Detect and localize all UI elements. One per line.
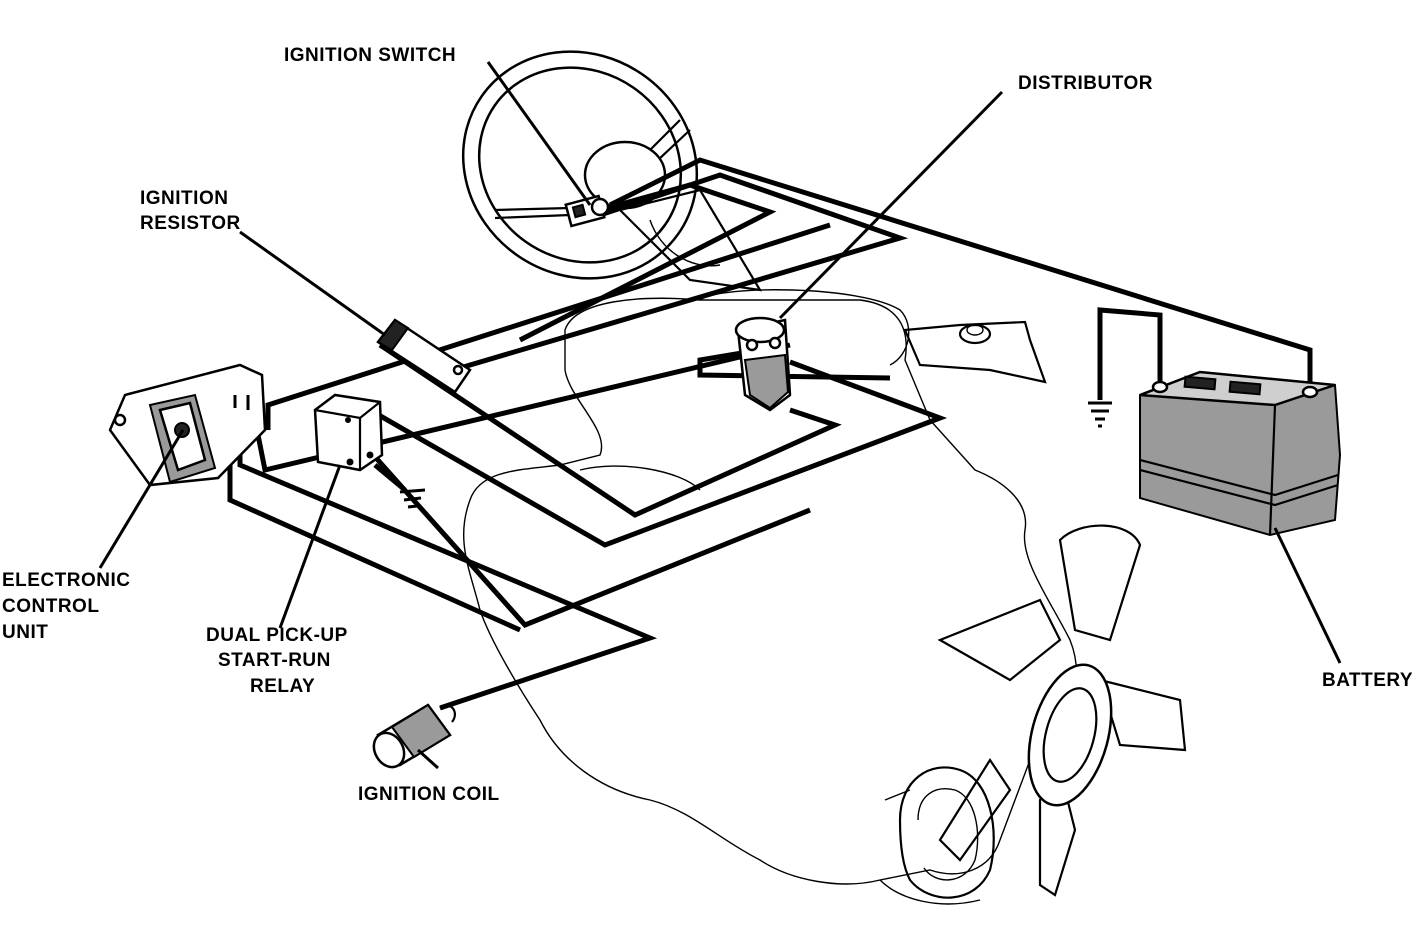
- ground-symbol-battery: [1088, 401, 1112, 428]
- engine-fan: [884, 524, 1187, 899]
- start-run-relay-part: [313, 393, 384, 472]
- ground-symbol-relay: [399, 488, 426, 509]
- leader-ignition-resistor: [239, 230, 386, 337]
- label-battery: BATTERY: [1322, 670, 1413, 691]
- label-ecu-2: CONTROL: [2, 596, 99, 617]
- part-labels: IGNITION SWITCH DISTRIBUTOR IGNITION RES…: [2, 45, 1413, 805]
- leader-ignition-switch: [486, 61, 592, 206]
- label-ignition-switch: IGNITION SWITCH: [284, 45, 456, 66]
- label-ignition-coil: IGNITION COIL: [358, 784, 500, 805]
- wiring-harness: [227, 157, 1313, 711]
- leader-battery: [1273, 527, 1342, 664]
- label-relay-1: DUAL PICK-UP: [206, 625, 348, 646]
- label-ecu-3: UNIT: [2, 622, 48, 643]
- leader-distributor: [778, 90, 1004, 320]
- steering-wheel: [461, 50, 763, 292]
- label-relay-2: START-RUN: [218, 650, 331, 671]
- battery-part: [1139, 370, 1342, 537]
- ignition-resistor-part: [376, 318, 472, 394]
- ignition-switch-part: [564, 194, 610, 228]
- leader-relay: [278, 464, 342, 629]
- distributor-part: [734, 316, 792, 412]
- ignition-coil-part: [372, 703, 456, 769]
- label-ignition-resistor-2: RESISTOR: [140, 213, 241, 234]
- leader-lines: [98, 61, 1342, 770]
- engine-outline: [463, 289, 1078, 905]
- leader-ecu: [98, 429, 185, 569]
- label-distributor: DISTRIBUTOR: [1018, 73, 1153, 94]
- leader-ignition-coil: [416, 748, 440, 770]
- label-ignition-resistor-1: IGNITION: [140, 188, 228, 209]
- label-ecu-1: ELECTRONIC: [2, 570, 131, 591]
- label-relay-3: RELAY: [250, 676, 315, 697]
